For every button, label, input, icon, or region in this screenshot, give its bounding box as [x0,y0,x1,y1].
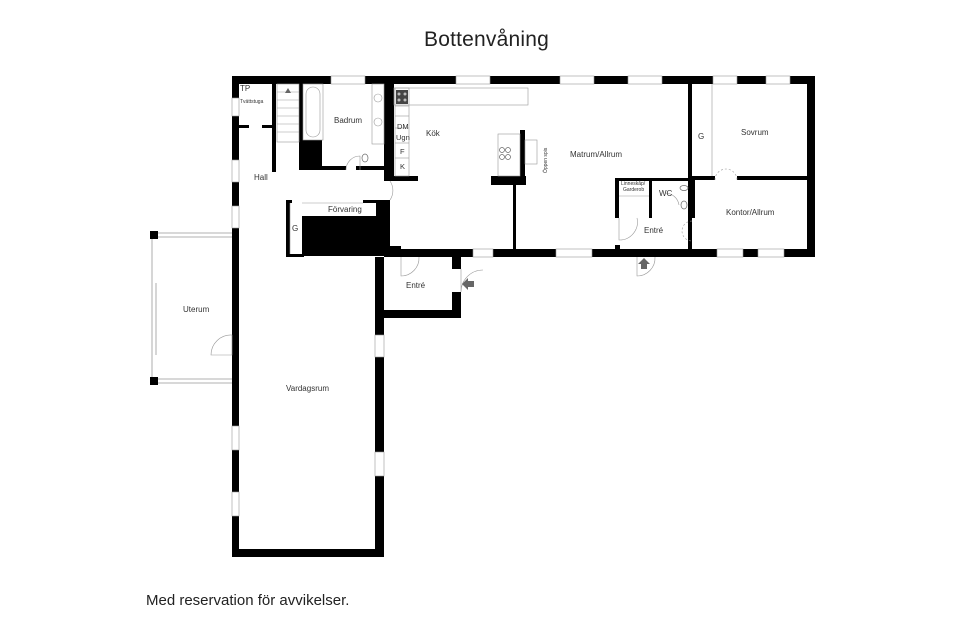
room-label-sovrum: Sovrum [741,128,769,137]
room-label-garderob-sovrum: G [698,132,704,141]
room-label-uterum: Uterum [183,305,210,314]
room-label-garderob: Garderob [623,187,644,193]
kitchen-unit-f: F [400,147,405,156]
room-label-hall: Hall [254,173,268,182]
room-label-linneskap: Linneskåp/ [621,180,646,187]
room-label-tp: TP [240,84,250,93]
room-label-tvattstuga: Tvättstuga [240,99,264,105]
room-label-oppen-spis: Öppen spis [542,147,549,173]
entrance-arrow-icon [462,278,474,290]
room-label-kontor: Kontor/Allrum [726,208,775,217]
room-label-entre-main: Entré [406,281,426,290]
room-label-kok: Kök [426,129,441,138]
room-label-entre-east: Entré [644,226,664,235]
room-label-wc: WC [659,189,673,198]
stair-arrow-icon [285,88,291,93]
kitchen-unit-k: K [400,162,405,171]
room-label-forvaring: Förvaring [328,205,362,214]
room-label-garderob-hall: G [292,224,298,233]
floor-title: Bottenvåning [424,28,549,51]
room-label-badrum: Badrum [334,116,362,125]
entrance-arrow-icon [638,258,650,269]
disclaimer-text: Med reservation för avvikelser. [146,592,350,609]
kitchen-unit-dm: DM [397,122,409,131]
room-label-matrum: Matrum/Allrum [570,150,622,159]
room-label-vardagsrum: Vardagsrum [286,384,329,393]
kitchen-unit-ugn: Ugn [396,133,410,142]
